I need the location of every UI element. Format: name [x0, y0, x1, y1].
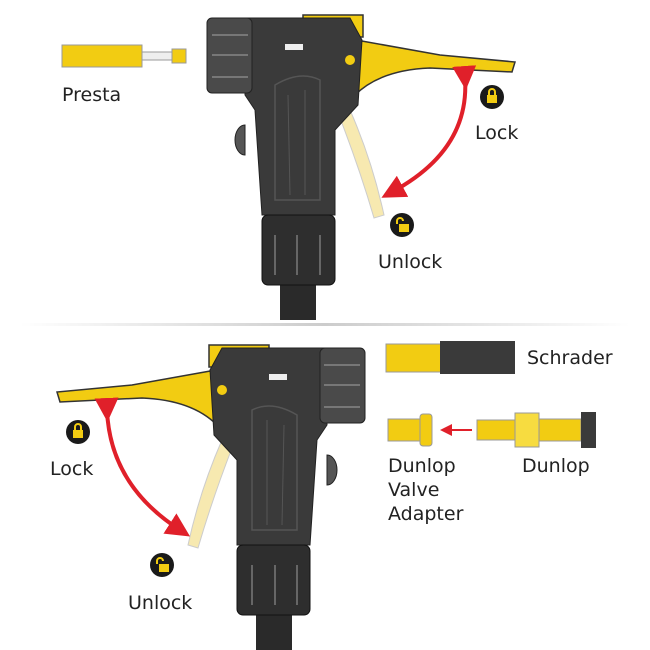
adapter-line-3: Adapter [388, 503, 464, 525]
schrader-label: Schrader [527, 347, 613, 369]
top-lock-label: Lock [475, 122, 519, 144]
bottom-lock-label: Lock [50, 458, 94, 480]
dunlop-label: Dunlop [522, 455, 590, 477]
unlock-icon [149, 552, 175, 578]
adapter-line-1: Dunlop [388, 455, 456, 477]
schrader-valve [385, 341, 515, 374]
lock-icon [479, 84, 505, 110]
bottom-unlock-label: Unlock [128, 592, 193, 614]
divider [20, 323, 630, 326]
lock-icon [65, 419, 91, 445]
presta-label: Presta [62, 84, 122, 106]
pump-head-top [206, 14, 516, 321]
presta-valve [61, 44, 187, 68]
top-lever-arrow [381, 65, 477, 198]
top-unlock-label: Unlock [378, 251, 443, 273]
unlock-icon [389, 212, 415, 238]
dunlop-valve-adapter [387, 413, 433, 447]
dunlop-adapter-label: Dunlop Valve Adapter [388, 454, 463, 526]
dunlop-valve [476, 412, 596, 448]
pump-head-bottom [56, 344, 366, 650]
adapter-line-2: Valve [388, 479, 440, 501]
bottom-lever-arrow [94, 397, 191, 537]
